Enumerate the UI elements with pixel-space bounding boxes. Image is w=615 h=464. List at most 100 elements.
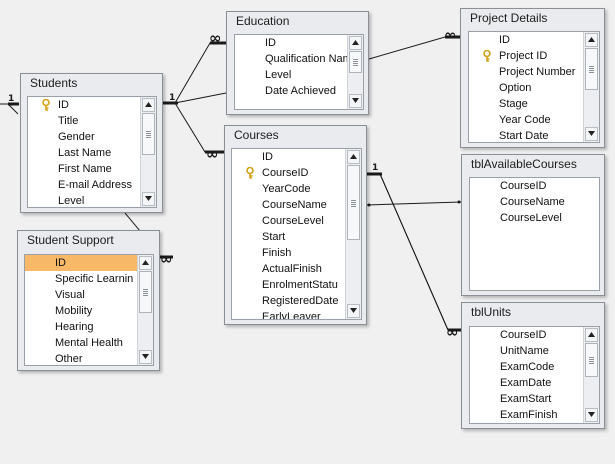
field-row[interactable]: EnrolmentStatu	[262, 279, 338, 291]
table-title[interactable]: Student Support	[27, 233, 114, 247]
scroll-thumb[interactable]	[347, 165, 360, 240]
scroll-down-arrow-icon[interactable]	[349, 94, 362, 108]
scroll-down-arrow-icon[interactable]	[585, 408, 598, 422]
field-row[interactable]: Specific Learnin	[55, 273, 134, 285]
field-row[interactable]: Finish	[262, 247, 292, 259]
field-row[interactable]: E-mail Address	[58, 179, 132, 191]
field-row[interactable]: CourseID	[500, 180, 547, 192]
scroll-down-arrow-icon[interactable]	[347, 304, 360, 318]
table-title[interactable]: Students	[30, 76, 78, 90]
field-row[interactable]: ID	[28, 97, 140, 113]
field-row[interactable]: Start	[262, 231, 286, 243]
field-row[interactable]: Last Name	[58, 147, 112, 159]
field-row[interactable]: YearCode	[262, 183, 311, 195]
scroll-up-arrow-icon[interactable]	[585, 33, 598, 47]
scroll-grip	[146, 131, 151, 132]
field-row[interactable]: ExamStart	[500, 393, 552, 405]
field-row[interactable]: CourseID	[500, 329, 547, 341]
table-title[interactable]: Education	[236, 14, 290, 28]
field-row[interactable]: Option	[499, 82, 532, 94]
scroll-down-arrow-icon[interactable]	[585, 127, 598, 141]
many-side-symbol: ∞	[206, 145, 219, 163]
many-side-symbol: ∞	[446, 323, 459, 341]
field-row[interactable]: RegisteredDate	[262, 295, 339, 307]
field-row[interactable]: Gender	[58, 131, 95, 143]
scroll-grip	[143, 293, 148, 294]
field-row[interactable]: UnitName	[500, 345, 549, 357]
field-row[interactable]: Mental Health	[55, 337, 123, 349]
field-row[interactable]: Project Number	[499, 66, 576, 78]
scroll-grip	[589, 68, 594, 69]
field-row[interactable]: ExamDate	[500, 377, 552, 389]
scroll-thumb[interactable]	[585, 48, 598, 90]
field-row[interactable]: Hearing	[55, 321, 94, 333]
table-title[interactable]: tblAvailableCourses	[471, 157, 577, 171]
scroll-down-arrow-icon[interactable]	[139, 350, 152, 364]
field-row[interactable]: CourseName	[500, 196, 565, 208]
scroll-up-arrow-icon[interactable]	[347, 150, 360, 164]
scroll-up-arrow-icon[interactable]	[585, 328, 598, 342]
scroll-up-arrow-icon[interactable]	[349, 36, 362, 50]
vertical-scrollbar[interactable]	[583, 327, 599, 423]
scroll-thumb[interactable]	[142, 113, 155, 155]
field-row[interactable]: Start Date	[499, 130, 549, 142]
field-row[interactable]: First Name	[58, 163, 112, 175]
field-row[interactable]: ID	[265, 37, 276, 49]
field-row[interactable]: ID	[25, 255, 137, 271]
field-row[interactable]: EarlyLeaver	[262, 311, 321, 320]
scroll-up-arrow-icon[interactable]	[139, 256, 152, 270]
scroll-down-arrow-icon[interactable]	[142, 192, 155, 206]
field-row[interactable]: ActualFinish	[262, 263, 322, 275]
field-row[interactable]: ExamCode	[500, 361, 555, 373]
scroll-up-arrow-icon[interactable]	[142, 98, 155, 112]
scroll-grip	[353, 61, 358, 62]
scroll-thumb[interactable]	[585, 343, 598, 377]
field-row[interactable]: ID	[262, 151, 273, 163]
field-row[interactable]: Title	[58, 115, 79, 127]
scroll-thumb[interactable]	[349, 51, 362, 73]
vertical-scrollbar[interactable]	[347, 35, 363, 109]
field-row[interactable]: Visual	[55, 289, 85, 301]
scroll-grip	[589, 363, 594, 364]
project-details-table[interactable]: Project Details ID Project ID Project Numb…	[460, 8, 605, 148]
vertical-scrollbar[interactable]	[137, 255, 153, 365]
vertical-scrollbar[interactable]	[345, 149, 361, 319]
scroll-thumb[interactable]	[139, 271, 152, 313]
field-row[interactable]: Other	[55, 353, 83, 365]
field-row[interactable]: CourseLevel	[500, 212, 562, 224]
field-row[interactable]: ExamFinish	[500, 409, 558, 421]
table-title[interactable]: Project Details	[470, 11, 548, 25]
vertical-scrollbar[interactable]	[140, 97, 156, 207]
field-row[interactable]: Year Code	[499, 114, 551, 126]
primary-key-icon	[483, 50, 491, 62]
table-title[interactable]: Courses	[234, 128, 279, 142]
field-row[interactable]: CourseLevel	[262, 215, 324, 227]
field-row[interactable]: Stage	[499, 98, 528, 110]
field-row[interactable]: Mobility	[55, 305, 93, 317]
vertical-scrollbar[interactable]	[583, 32, 599, 142]
field-row[interactable]: CourseName	[262, 199, 327, 211]
field-row[interactable]: ID	[499, 34, 510, 46]
field-row[interactable]: Level	[58, 195, 85, 207]
field-row[interactable]: Level	[265, 69, 292, 81]
field-row[interactable]: Qualification Name	[265, 53, 358, 65]
field-row[interactable]: CourseID	[232, 165, 345, 181]
join-dot	[457, 200, 461, 204]
field-row[interactable]: Project ID	[469, 48, 583, 64]
field-row[interactable]: Date Achieved	[265, 85, 336, 97]
table-title[interactable]: tblUnits	[471, 305, 512, 319]
